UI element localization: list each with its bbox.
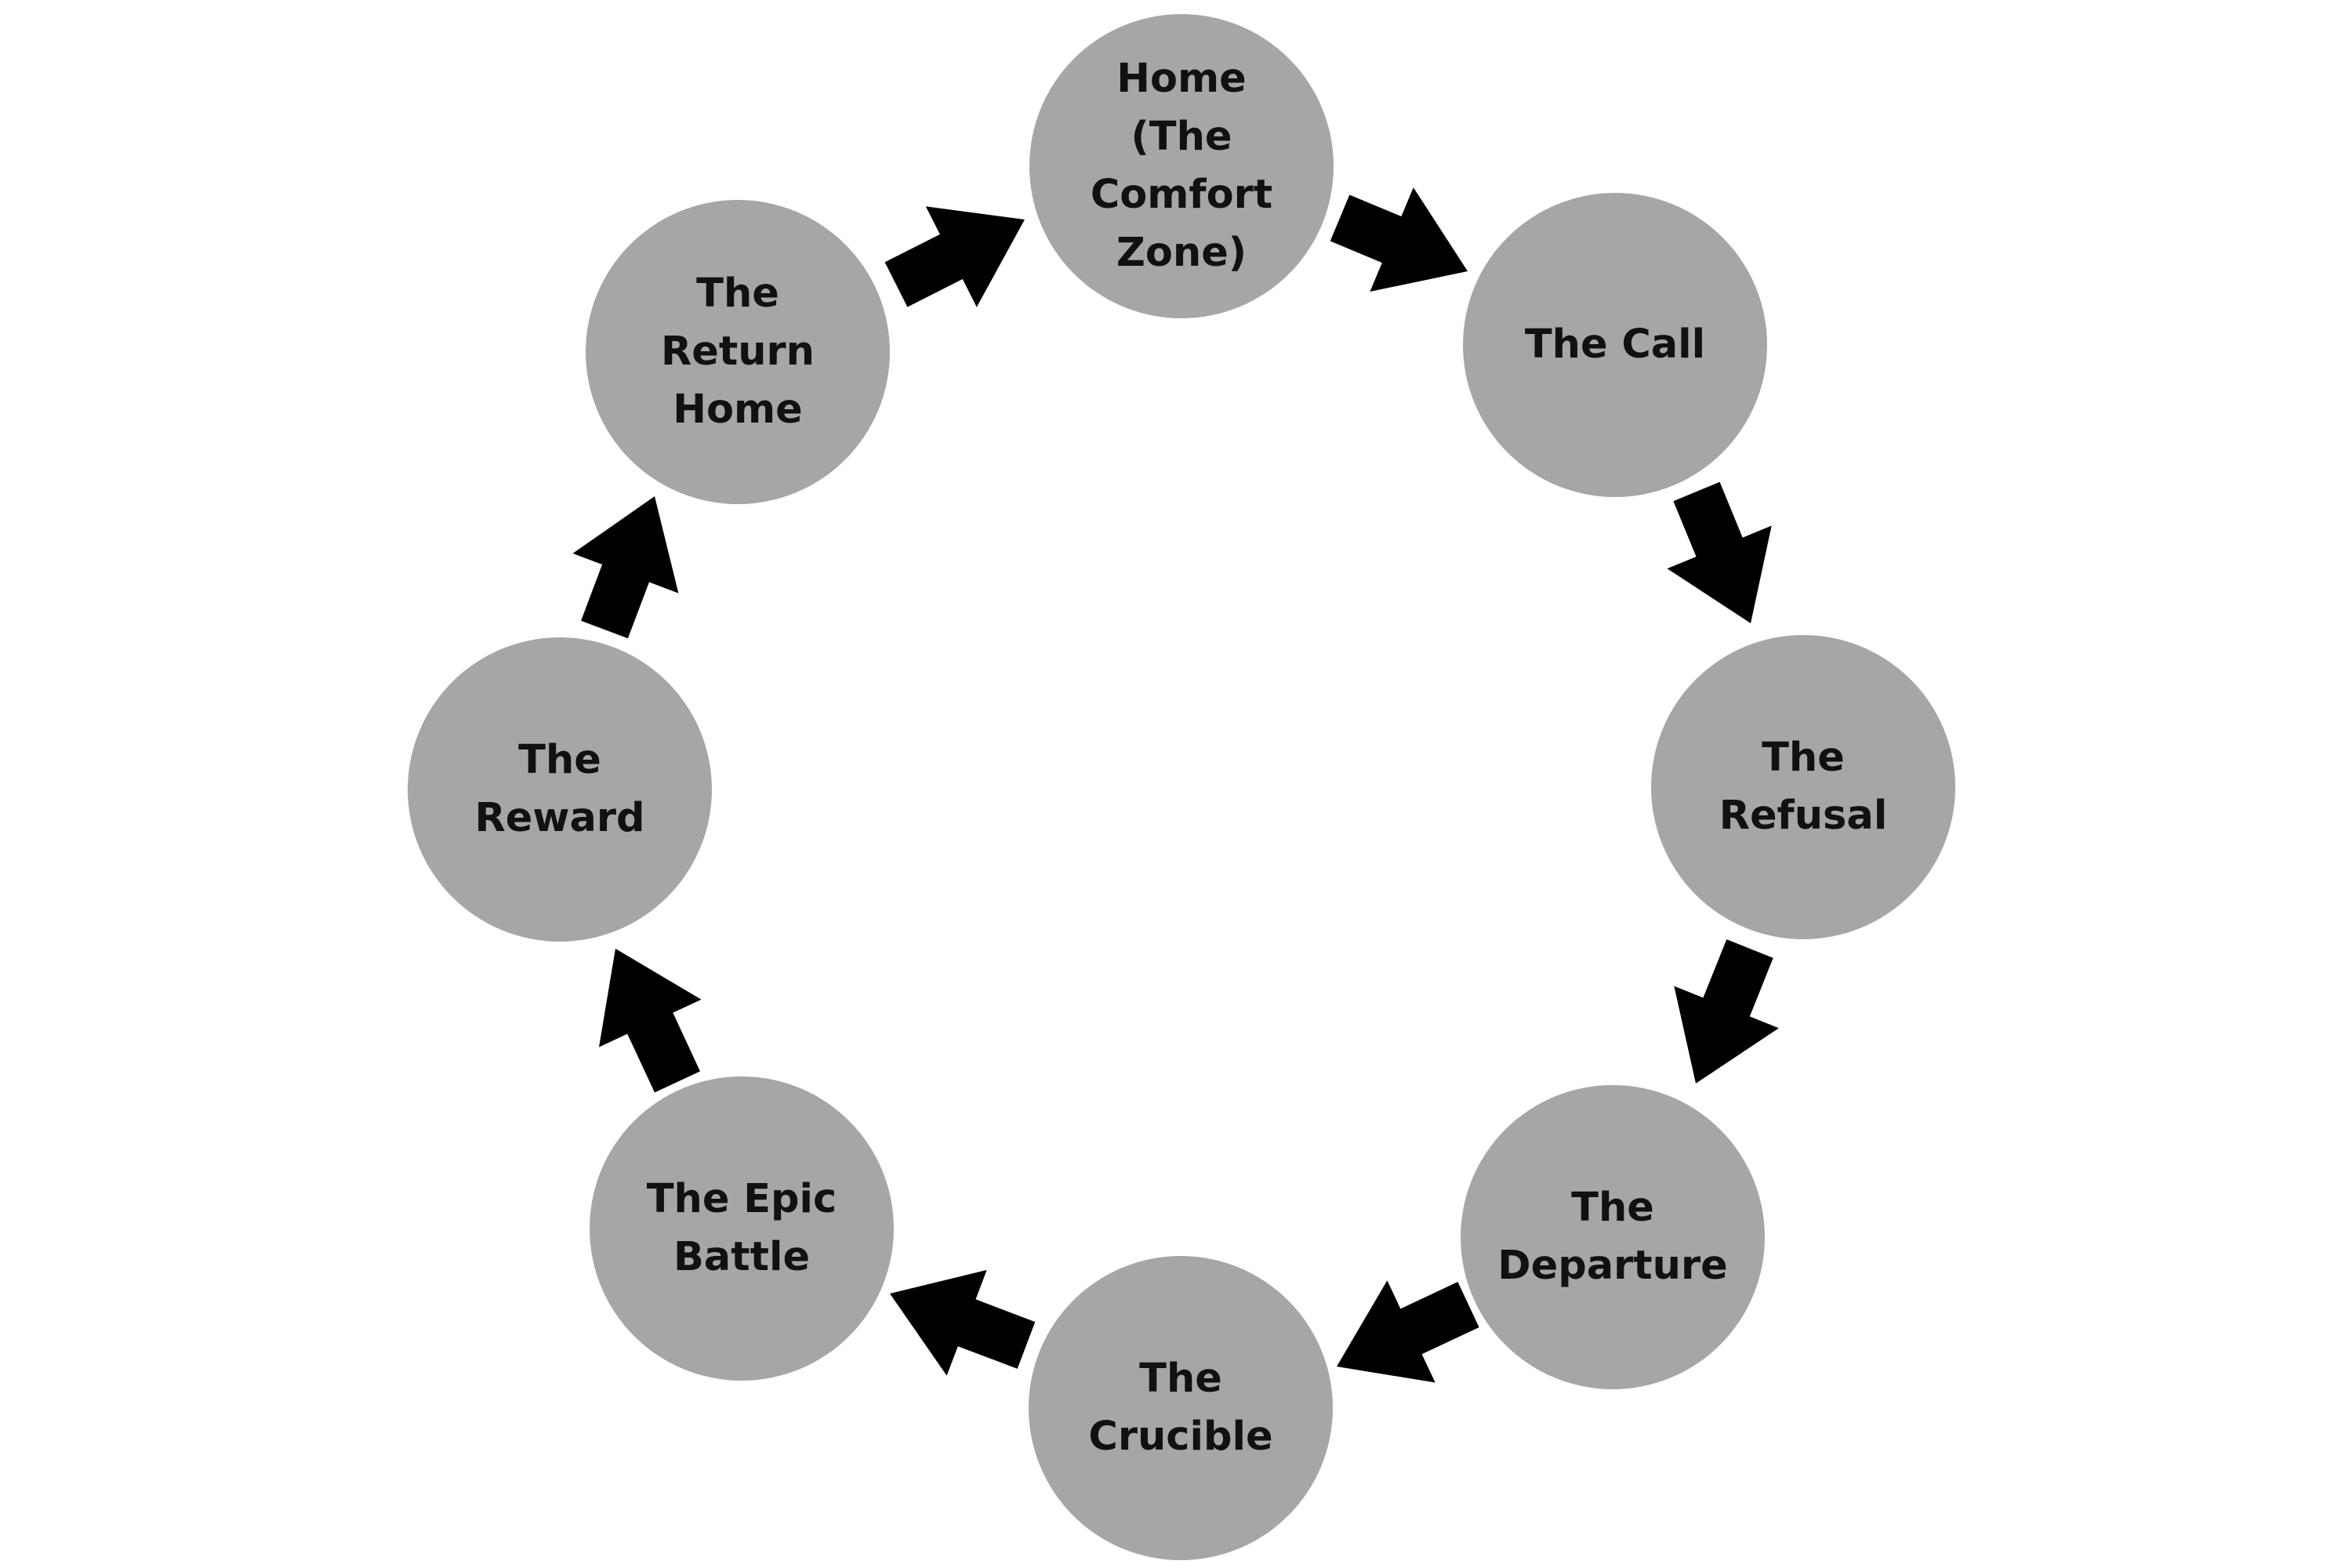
arrow-crucible-to-battle xyxy=(890,1269,1036,1376)
arrow-group xyxy=(572,187,1779,1383)
stage-refusal-label: The Refusal xyxy=(1719,735,1888,839)
stage-battle-label: The Epic Battle xyxy=(646,1176,837,1280)
arrow-refusal-to-departure xyxy=(1674,939,1779,1083)
stage-the-epic-battle: The Epic Battle xyxy=(590,1076,894,1381)
stage-the-reward: The Reward xyxy=(408,637,712,942)
stage-crucible-label: The Crucible xyxy=(1088,1356,1273,1460)
stage-home-label: Home (The Comfort Zone) xyxy=(1090,56,1273,276)
stage-call-label: The Call xyxy=(1524,321,1706,368)
stage-the-departure: The Departure xyxy=(1461,1085,1765,1389)
arrow-return-to-home xyxy=(884,206,1025,307)
stage-the-crucible: The Crucible xyxy=(1029,1256,1333,1560)
stage-departure-label: The Departure xyxy=(1497,1185,1728,1289)
stage-return-label: The Return Home xyxy=(660,270,815,433)
arrow-battle-to-reward xyxy=(599,949,702,1093)
stage-home-comfort-zone: Home (The Comfort Zone) xyxy=(1029,14,1334,318)
stage-the-refusal: The Refusal xyxy=(1651,635,1955,939)
stage-the-return-home: The Return Home xyxy=(586,200,890,504)
stage-reward-label: The Reward xyxy=(474,737,645,841)
arrow-home-to-call xyxy=(1330,187,1468,292)
arrow-departure-to-crucible xyxy=(1337,1280,1479,1383)
stage-the-call: The Call xyxy=(1463,193,1767,497)
arrow-call-to-refusal xyxy=(1667,481,1772,623)
arrow-reward-to-return xyxy=(572,496,679,639)
